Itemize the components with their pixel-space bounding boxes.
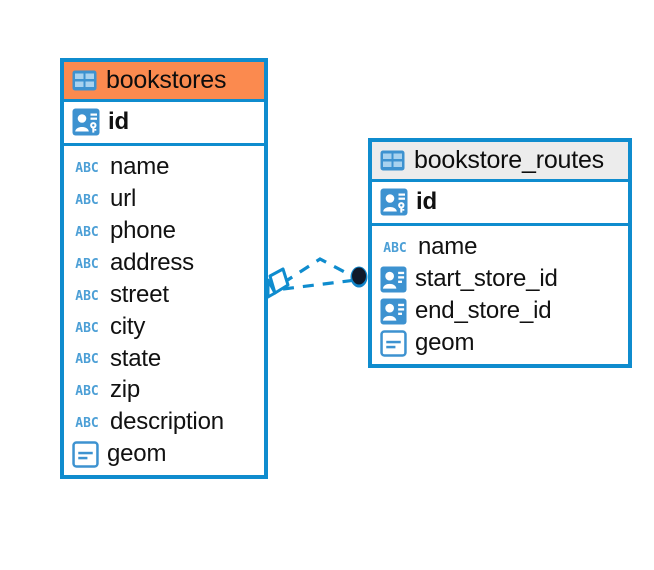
field-row-address[interactable]: ABC address	[64, 248, 264, 280]
table-header-bookstore-routes[interactable]: bookstore_routes	[372, 142, 628, 183]
text-abc-icon: ABC	[75, 161, 99, 177]
field-label: phone	[110, 217, 176, 244]
field-row-name[interactable]: ABC name	[64, 152, 264, 184]
field-row-zip[interactable]: ABC zip	[64, 375, 264, 407]
field-label: description	[110, 408, 224, 436]
field-row-street[interactable]: ABC street	[64, 280, 264, 312]
primary-key-icon	[72, 108, 100, 136]
table-header-bookstores[interactable]: bookstores	[64, 62, 264, 103]
field-row-id[interactable]: id	[64, 102, 264, 147]
text-abc-icon: ABC	[75, 224, 99, 240]
table-grid-icon	[380, 150, 405, 171]
field-label: city	[110, 312, 146, 340]
text-abc-icon: ABC	[75, 320, 99, 336]
field-row-city[interactable]: ABC city	[64, 312, 264, 344]
field-label: id	[416, 187, 437, 215]
field-label: name	[418, 233, 478, 261]
field-label: geom	[415, 329, 475, 357]
field-row-phone[interactable]: ABC phone	[64, 216, 264, 248]
filled-circle-marker	[350, 266, 368, 288]
entity-table-bookstore-routes[interactable]: bookstore_routes id ABC name start_store_i…	[368, 138, 632, 369]
table-title: bookstores	[106, 66, 227, 94]
field-row-start-store-id[interactable]: start_store_id	[372, 264, 628, 296]
foreign-key-icon	[380, 298, 407, 325]
field-label: start_store_id	[415, 265, 558, 293]
field-row-name[interactable]: ABC name	[372, 232, 628, 264]
field-label: id	[108, 107, 129, 135]
text-abc-icon: ABC	[75, 193, 99, 209]
foreign-key-icon	[380, 266, 407, 293]
rhombus-marker	[266, 267, 290, 299]
geometry-icon	[72, 441, 99, 468]
text-abc-icon: ABC	[383, 241, 407, 257]
field-label: url	[110, 185, 137, 213]
field-label: street	[110, 280, 169, 308]
field-label: end_store_id	[415, 297, 552, 325]
text-abc-icon: ABC	[75, 384, 99, 400]
table-grid-icon	[72, 70, 97, 91]
text-abc-icon: ABC	[75, 352, 99, 368]
geometry-icon	[380, 330, 407, 357]
field-label: address	[110, 248, 194, 276]
relationship-line-lower	[282, 278, 357, 291]
field-row-id[interactable]: id	[372, 182, 628, 227]
field-row-description[interactable]: ABC description	[64, 407, 264, 439]
field-row-state[interactable]: ABC state	[64, 344, 264, 376]
primary-key-icon	[380, 188, 408, 216]
field-row-geom[interactable]: geom	[64, 439, 264, 471]
field-label: zip	[110, 376, 141, 404]
field-label: name	[110, 153, 170, 181]
relationship-line-upper	[282, 257, 357, 285]
text-abc-icon: ABC	[75, 416, 99, 432]
field-row-end-store-id[interactable]: end_store_id	[372, 296, 628, 328]
text-abc-icon: ABC	[75, 256, 99, 272]
field-label: state	[110, 344, 162, 372]
table-title: bookstore_routes	[414, 146, 604, 174]
text-abc-icon: ABC	[75, 288, 99, 304]
field-row-geom[interactable]: geom	[372, 328, 628, 360]
field-label: geom	[107, 440, 167, 468]
field-row-url[interactable]: ABC url	[64, 184, 264, 216]
